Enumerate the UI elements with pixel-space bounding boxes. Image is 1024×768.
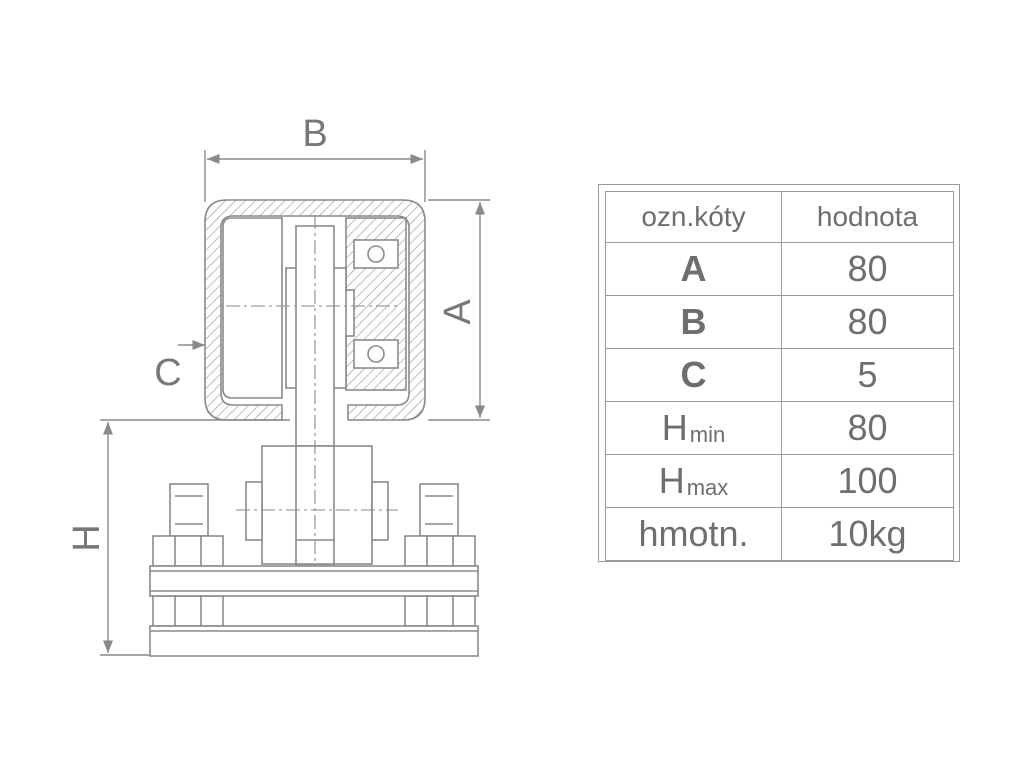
table-row: A 80 [605, 242, 954, 296]
rail-profile [204, 199, 426, 421]
rail-section [204, 199, 426, 421]
header-key: ozn.kóty [605, 191, 782, 243]
row-key: C [605, 348, 782, 402]
roller-wheel [222, 217, 283, 399]
row-key: Hmin [605, 401, 782, 455]
table-row: B 80 [605, 295, 954, 349]
table-row: C 5 [605, 348, 954, 402]
key-suffix: max [686, 475, 729, 500]
row-value: 80 [781, 295, 954, 349]
table-header-row: ozn.kóty hodnota [605, 191, 954, 243]
row-value: 10kg [781, 507, 954, 561]
bolt-left [152, 483, 224, 627]
key-text: C [680, 354, 707, 395]
dim-label-a: A [437, 299, 479, 325]
bolts [152, 483, 476, 627]
row-value: 80 [781, 242, 954, 296]
bearing-ball-top [367, 245, 385, 263]
row-key: A [605, 242, 782, 296]
row-key: B [605, 295, 782, 349]
dim-label-b: B [302, 113, 327, 155]
table-row: hmotn. 10kg [605, 507, 954, 561]
key-text: hmotn. [638, 513, 749, 554]
dim-label-h: H [66, 524, 108, 551]
spec-table: ozn.kóty hodnota A 80 B 80 C 5 Hmin 80 H [598, 184, 960, 562]
table-row: Hmax 100 [605, 454, 954, 508]
row-key: Hmax [605, 454, 782, 508]
row-value: 100 [781, 454, 954, 508]
key-text: H [658, 460, 685, 501]
bolt-right [404, 483, 476, 627]
row-value: 80 [781, 401, 954, 455]
center-lines [226, 215, 398, 580]
key-text: H [661, 407, 688, 448]
bearing-ball-bottom [367, 345, 385, 363]
key-suffix: min [689, 422, 726, 447]
base-plates [149, 565, 479, 657]
row-value: 5 [781, 348, 954, 402]
header-value: hodnota [781, 191, 954, 243]
roller-assembly [222, 217, 407, 567]
dim-label-c: C [154, 352, 181, 394]
table-row: Hmin 80 [605, 401, 954, 455]
row-key: hmotn. [605, 507, 782, 561]
spec-table-grid: ozn.kóty hodnota A 80 B 80 C 5 Hmin 80 H [605, 191, 954, 561]
dimension-labels: B A C H [66, 113, 479, 552]
key-text: B [680, 301, 707, 342]
key-text: A [680, 248, 707, 289]
